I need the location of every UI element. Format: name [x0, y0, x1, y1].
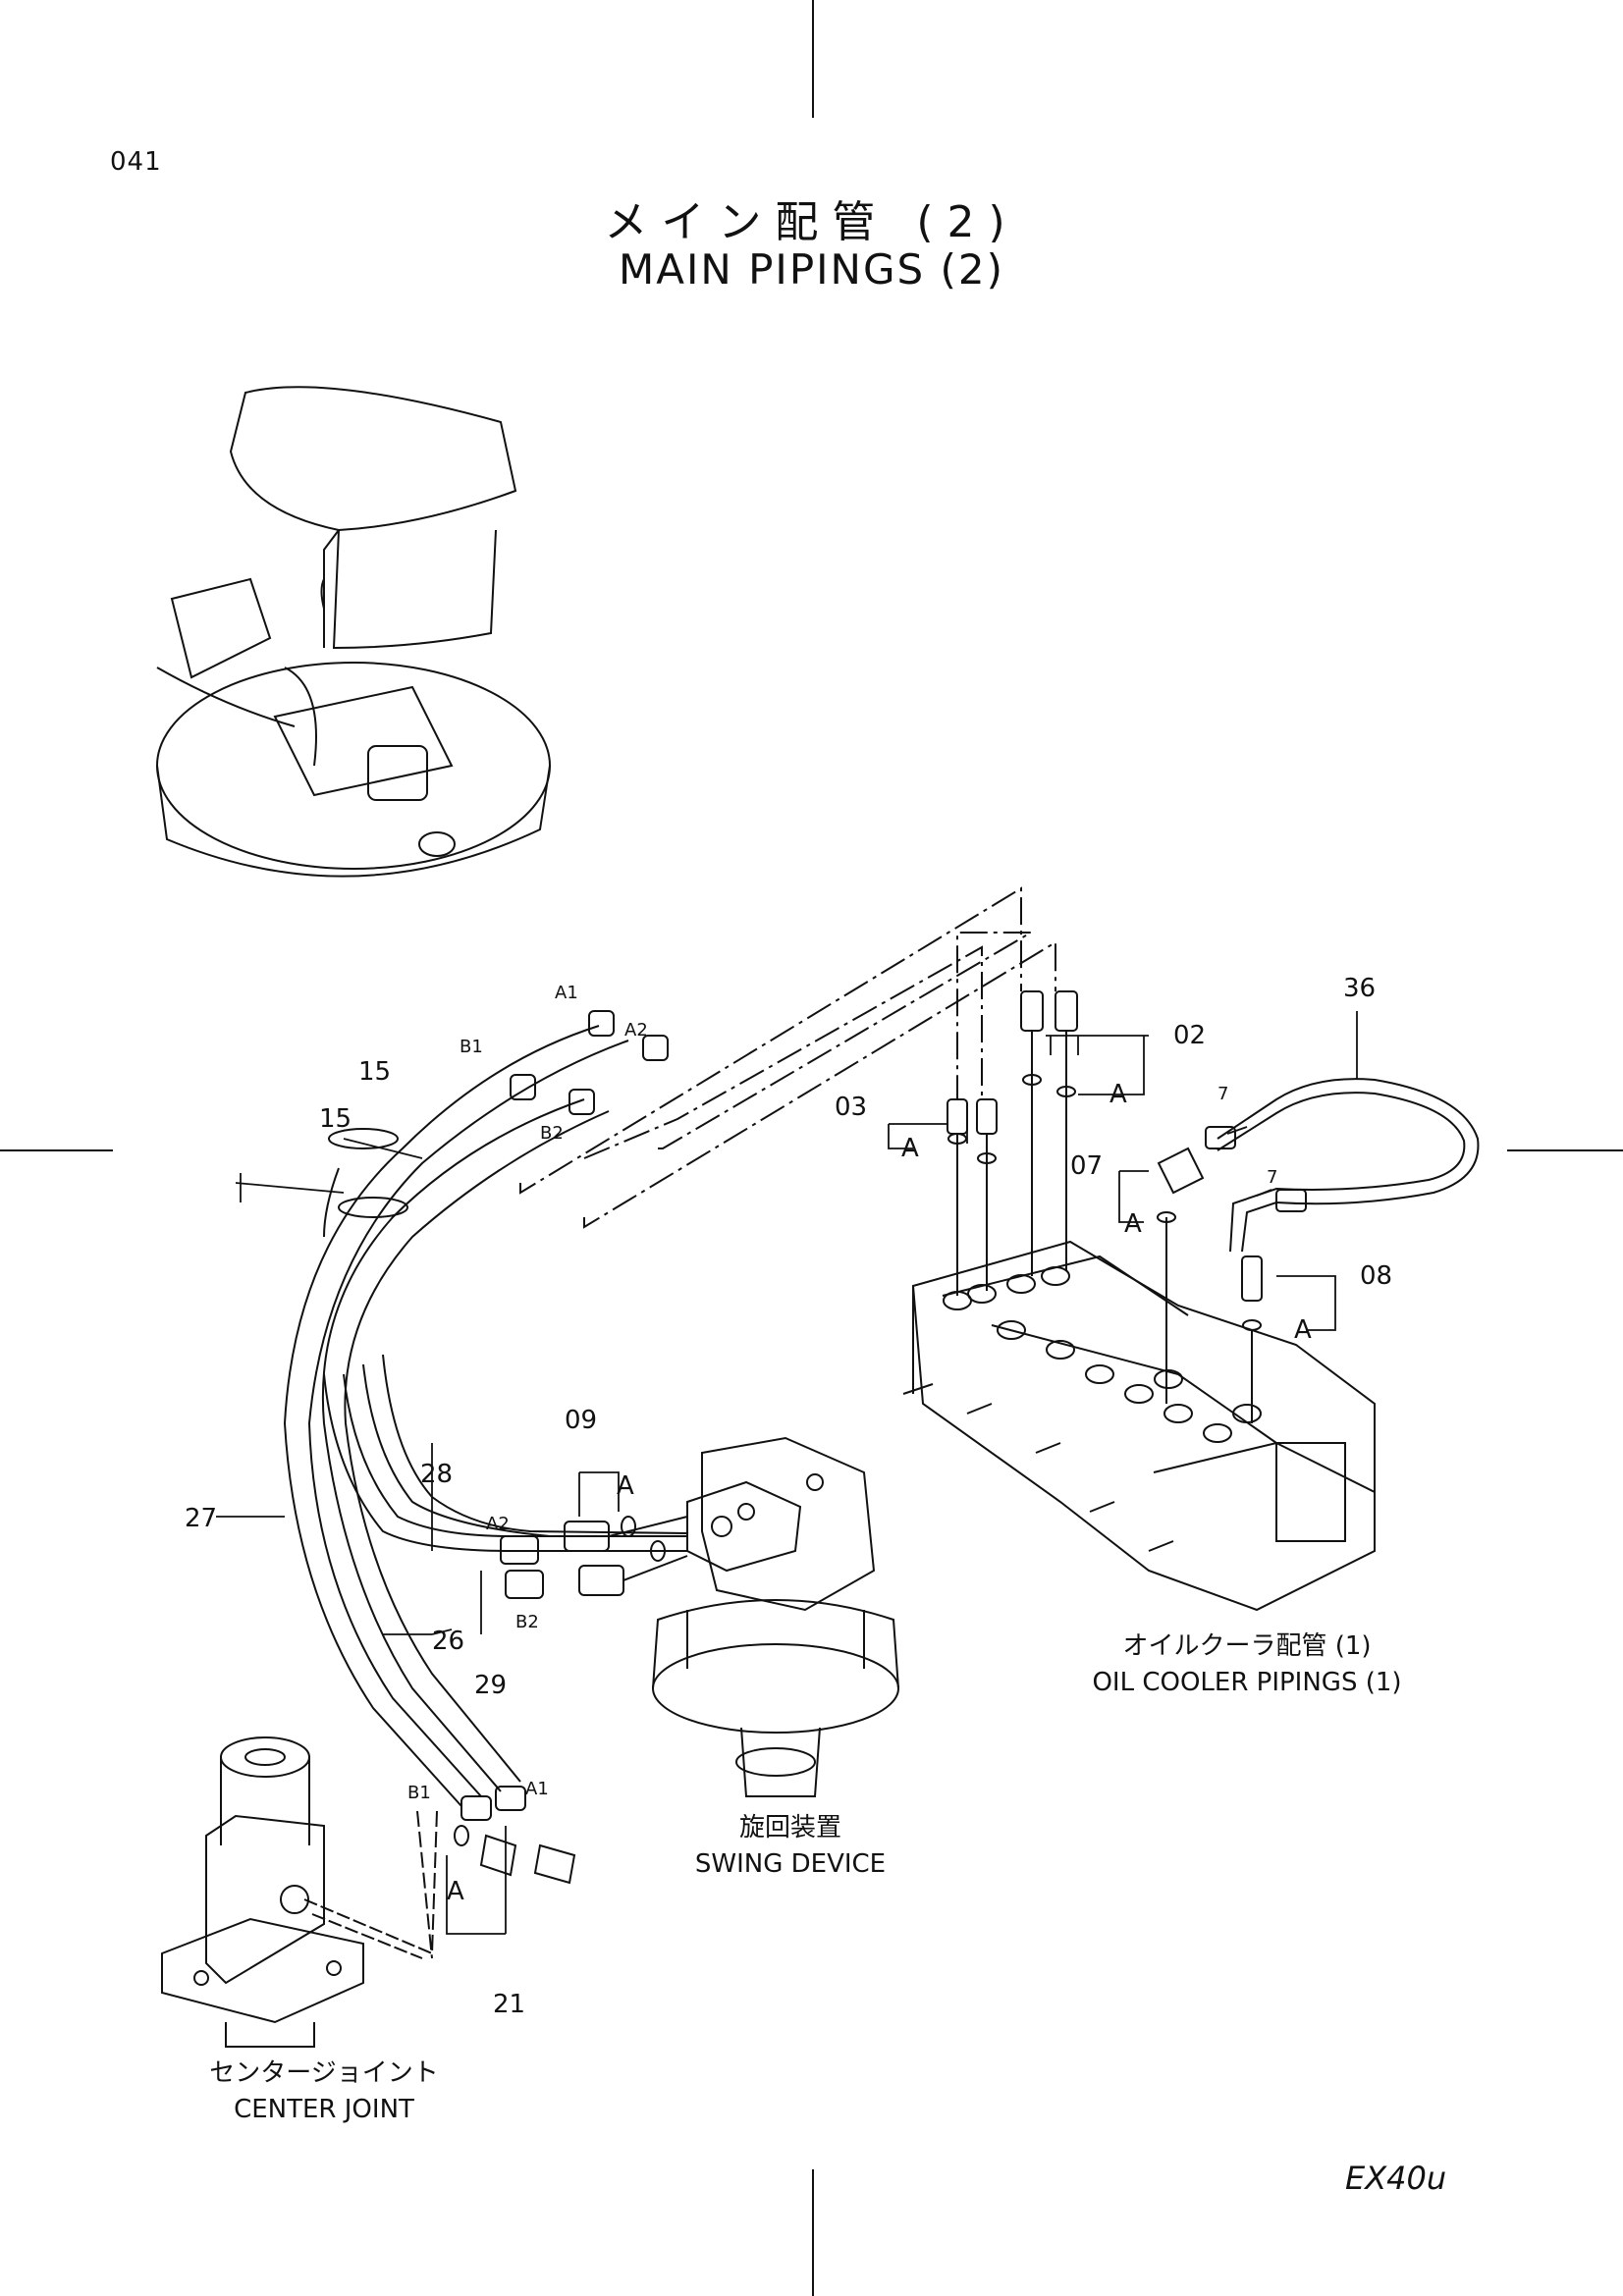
oil-cooler-caption-en: OIL COOLER PIPINGS (1) — [1092, 1668, 1401, 1697]
swing-device-drawing — [652, 1436, 899, 1797]
ref-a-21: A — [447, 1877, 464, 1906]
part-08-label: 08 — [1360, 1261, 1392, 1291]
ref-a-08: A — [1294, 1315, 1312, 1345]
center-joint-caption-jp: センタージョイント — [209, 2058, 438, 2088]
port-a2-top: A2 — [624, 1020, 648, 1041]
ref-a-02: A — [1109, 1080, 1127, 1109]
part-26-label: 26 — [432, 1627, 464, 1656]
oil-cooler-hose — [1205, 1078, 1480, 1253]
part-number-labels: 02 03 07 08 09 15 15 21 26 27 28 29 36 7… — [185, 974, 1392, 2019]
part-07-label: 07 — [1070, 1151, 1103, 1181]
port-b2-top: B2 — [540, 1123, 564, 1144]
port-a1-bot: A1 — [525, 1779, 549, 1799]
leader-lines — [216, 1011, 1358, 1935]
part-29-label: 29 — [474, 1671, 507, 1700]
port-a1-top: A1 — [555, 983, 578, 1003]
captions: オイルクーラ配管 (1) OIL COOLER PIPINGS (1) 旋回装置… — [209, 1631, 1401, 2124]
part-15a-label: 15 — [358, 1057, 391, 1087]
part-02-label: 02 — [1173, 1021, 1206, 1050]
part-21-label: 21 — [493, 1990, 525, 2019]
port-b2-mid: B2 — [515, 1612, 539, 1632]
ref-a-03: A — [901, 1134, 919, 1163]
swing-device-caption-jp: 旋回装置 — [739, 1813, 841, 1842]
control-valve-drawing — [902, 1240, 1376, 1612]
part-03-label: 03 — [835, 1093, 867, 1122]
center-joint-drawing — [161, 1736, 438, 2048]
part-7b-label: 7 — [1267, 1167, 1277, 1188]
port-a2-mid: A2 — [486, 1514, 510, 1534]
ref-a-09: A — [617, 1471, 634, 1501]
port-b1-top: B1 — [460, 1037, 483, 1057]
port-labels: A1 B1 A2 B2 A2 B2 A1 B1 — [407, 983, 648, 1803]
excavator-overview-drawing — [156, 386, 551, 878]
page-number: 041 — [110, 147, 162, 177]
oil-cooler-caption-jp: オイルクーラ配管 (1) — [1122, 1631, 1371, 1661]
part-27-label: 27 — [185, 1504, 217, 1533]
title-japanese: メイン配管 (2) — [604, 197, 1019, 247]
part-28-label: 28 — [420, 1460, 453, 1489]
part-36-label: 36 — [1343, 974, 1376, 1003]
port-b1-bot: B1 — [407, 1783, 431, 1803]
bottom-fittings — [454, 1786, 576, 1885]
title-english: MAIN PIPINGS (2) — [618, 245, 1005, 294]
reference-markers: A A A A A A — [447, 1080, 1312, 1906]
swing-device-caption-en: SWING DEVICE — [695, 1849, 886, 1879]
main-hoses — [283, 1010, 688, 1807]
ref-a-07: A — [1124, 1209, 1142, 1239]
part-09-label: 09 — [565, 1406, 597, 1435]
valve-fittings — [947, 990, 1263, 1423]
part-7a-label: 7 — [1217, 1084, 1228, 1104]
swing-hose-fittings — [500, 1516, 688, 1599]
routing-dash-lines — [519, 886, 1056, 1229]
center-joint-caption-en: CENTER JOINT — [234, 2095, 414, 2124]
model-name: EX40u — [1345, 2160, 1447, 2197]
part-15b-label: 15 — [319, 1104, 352, 1134]
